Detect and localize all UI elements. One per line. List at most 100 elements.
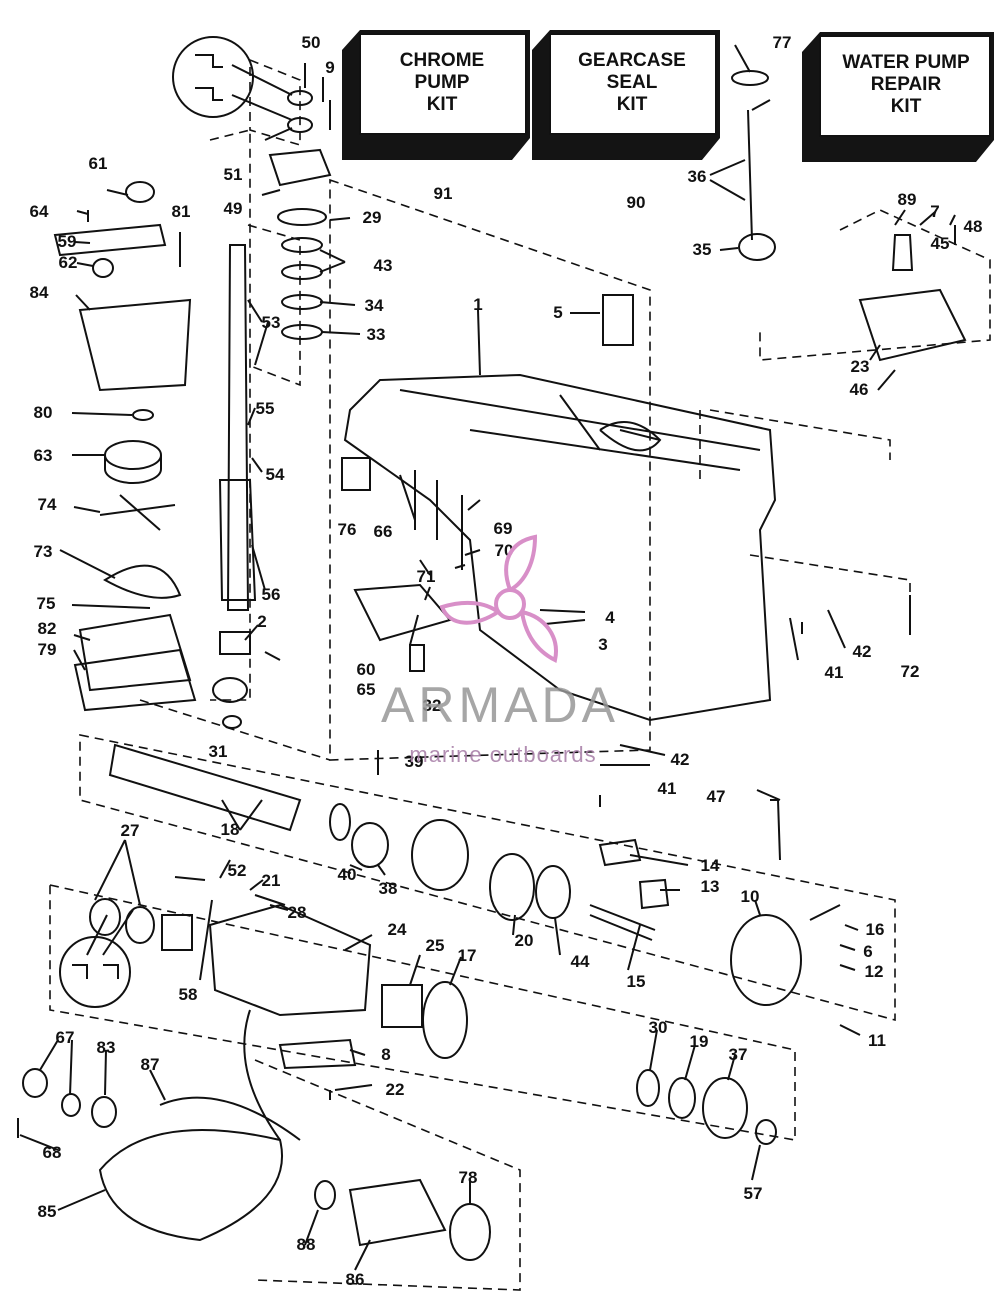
kit-ref-water-pump-repair: 89 [897, 190, 917, 209]
armada-logo-icon [440, 534, 558, 663]
callout-84: 84 [29, 283, 49, 302]
thrust-bearing-33 [281, 324, 323, 340]
bearing-carrier-24 [208, 903, 372, 1017]
callout-49: 49 [223, 199, 243, 218]
callout-47: 47 [706, 787, 726, 806]
callout-2: 2 [257, 612, 267, 631]
washer-44 [535, 865, 571, 919]
thrust-washer-19 [668, 1077, 696, 1119]
watermark-brand: ARMADA [381, 677, 619, 733]
thrust-washer-40 [329, 803, 351, 841]
driveshaft-group-outline [209, 128, 251, 701]
driveshaft-sub-outline [247, 224, 301, 387]
thrust-washer-78 [449, 1203, 491, 1261]
callout-29: 29 [362, 208, 382, 227]
callout-42b: 42 [670, 750, 690, 769]
callout-9: 9 [325, 58, 335, 77]
thrust-washer-20 [489, 853, 535, 921]
callout-40: 40 [337, 865, 357, 884]
grommet-7 [891, 234, 914, 271]
callout-25: 25 [425, 936, 445, 955]
callout-52: 52 [227, 861, 247, 880]
kit-box-water-pump-repair [802, 32, 994, 162]
callout-81: 81 [171, 202, 191, 221]
callout-36: 36 [687, 167, 707, 186]
gasket-79 [73, 648, 197, 712]
thrust-hub-86 [348, 1178, 447, 1247]
callout-41a: 41 [824, 663, 844, 682]
callout-87: 87 [140, 1055, 160, 1074]
callout-78: 78 [458, 1168, 478, 1187]
propeller-blades-87 [159, 1009, 301, 1141]
kit-ref-chrome-pump: 91 [433, 184, 453, 203]
impeller-cup-63 [104, 440, 162, 470]
washer-34 [281, 294, 323, 310]
clutch-dog-38 [351, 822, 389, 868]
grommet-61 [125, 181, 155, 203]
callout-72: 72 [900, 662, 920, 681]
shim-43a [281, 237, 323, 253]
spacer-88 [314, 1180, 336, 1210]
callout-83: 83 [96, 1038, 116, 1057]
callout-86: 86 [345, 1270, 365, 1289]
housing-49 [268, 148, 332, 187]
screws [87, 110, 956, 635]
cover-10 [730, 914, 802, 1006]
callout-79: 79 [37, 640, 57, 659]
callout-20: 20 [514, 931, 534, 950]
carrier-seal-detail-lines [72, 909, 134, 979]
propeller-85 [98, 1129, 284, 1242]
callout-37: 37 [728, 1045, 748, 1064]
watermark-tagline: marine outboards [409, 742, 597, 767]
retainer-8 [278, 1038, 357, 1070]
callout-60: 60 [356, 660, 376, 679]
kit-label-chrome-pump: CHROME PUMP KIT [399, 50, 485, 115]
callout-80: 80 [33, 403, 53, 422]
prop-hardware-outline [254, 1059, 521, 1291]
leader-lines-upper [221, 63, 431, 831]
callout-11: 11 [868, 1031, 886, 1050]
carrier-seal-detail-circle [59, 936, 131, 1008]
leader-lines-bottom [19, 1029, 761, 1271]
impeller-cup-63-body [104, 455, 162, 484]
callout-28: 28 [287, 903, 307, 922]
callout-74: 74 [37, 495, 57, 514]
detent-14 [598, 838, 642, 867]
bracket-47 [770, 799, 781, 861]
callout-14: 14 [700, 856, 720, 875]
pin-16 [809, 904, 841, 921]
callout-41b: 41 [657, 779, 677, 798]
callout-46: 46 [849, 380, 869, 399]
pinion-link-outline [139, 699, 331, 761]
callout-71: 71 [416, 567, 436, 586]
liner-62 [92, 258, 114, 278]
plate-59 [53, 223, 167, 257]
seal-51 [287, 117, 313, 133]
callout-31: 31 [208, 742, 228, 761]
callout-3: 3 [598, 635, 608, 654]
anode-60 [353, 583, 452, 642]
callout-43: 43 [373, 256, 393, 275]
oring-29 [277, 208, 327, 226]
callout-73: 73 [33, 542, 53, 561]
callout-51: 51 [223, 165, 243, 184]
callout-7: 7 [930, 202, 940, 221]
callout-44: 44 [570, 952, 590, 971]
seal-27b [125, 906, 155, 944]
callout-61: 61 [88, 154, 108, 173]
pin-15 [589, 904, 656, 941]
callout-33: 33 [366, 325, 386, 344]
seal-27a [89, 898, 121, 936]
housing-rear-outline [699, 409, 891, 480]
callout-18: 18 [220, 820, 240, 839]
pump-housing-outline [759, 209, 991, 361]
callout-75: 75 [36, 594, 56, 613]
seal-group-outline [249, 58, 301, 147]
callout-16: 16 [865, 920, 885, 939]
callout-5: 5 [553, 303, 563, 322]
shaft-sleeve-56 [218, 479, 257, 601]
callout-57: 57 [743, 1184, 763, 1203]
washer-31 [222, 715, 242, 729]
callout-56: 56 [261, 585, 281, 604]
callout-10: 10 [740, 887, 760, 906]
